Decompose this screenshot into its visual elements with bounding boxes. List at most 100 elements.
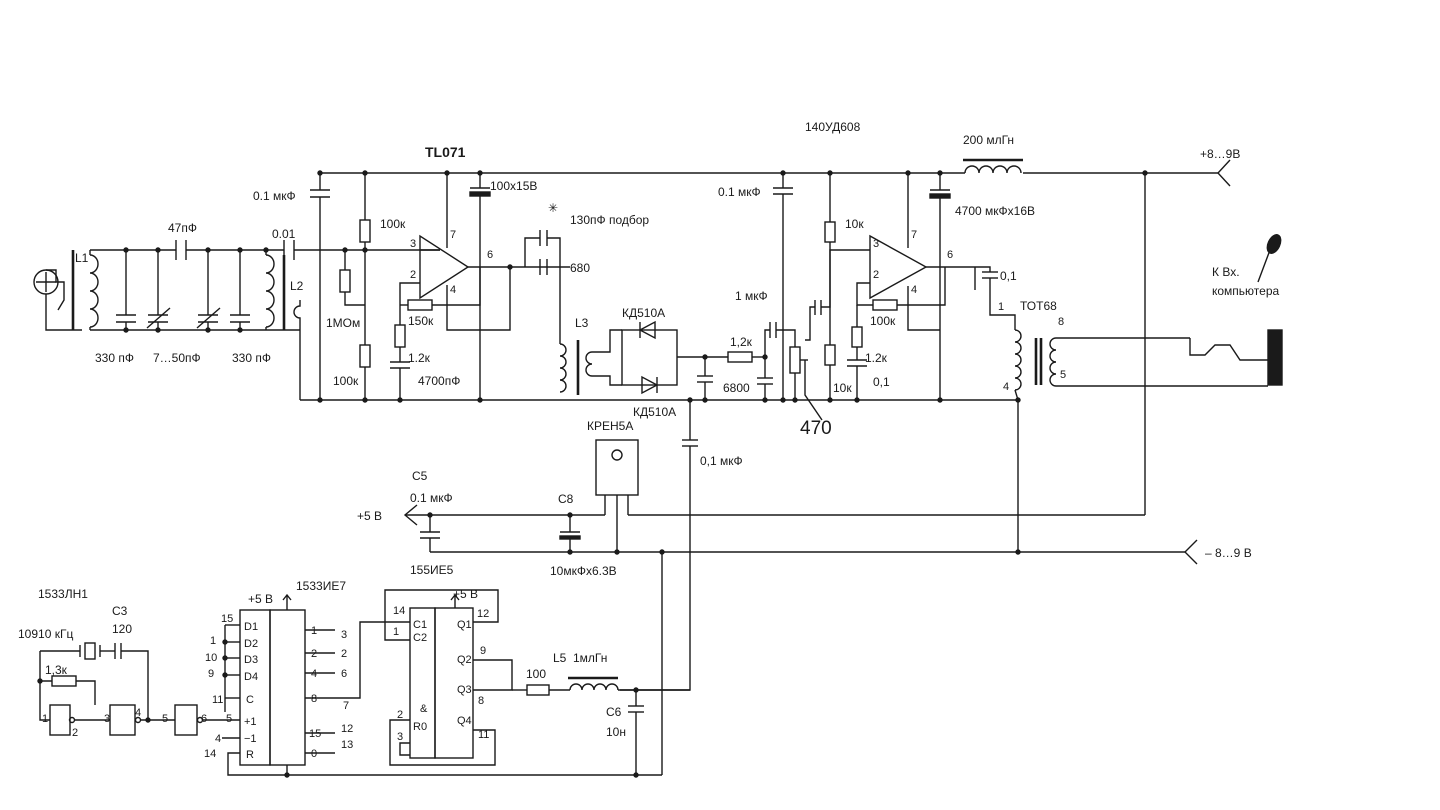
label-r13k: 1,3к <box>45 663 68 677</box>
label-c001: 0.01 <box>272 227 296 241</box>
label-l5-val: 1млГн <box>573 651 607 665</box>
label-c750: 7…50пФ <box>153 351 201 365</box>
capacitor-c5 <box>420 515 440 552</box>
pin: 4 <box>1003 381 1009 393</box>
pin: 1 <box>998 301 1004 313</box>
label-ie7: 1533ИЕ7 <box>296 579 346 593</box>
label-r12k-c: 1.2к <box>865 351 888 365</box>
label-r100k-top: 100к <box>380 217 406 231</box>
pin: C2 <box>413 632 427 644</box>
pin: 2 <box>873 269 879 281</box>
capacitor-100x15 <box>469 173 491 400</box>
coil-l3 <box>559 267 622 395</box>
capacitor-330pf-a <box>116 250 136 330</box>
pin: 9 <box>208 668 214 680</box>
pin: 6 <box>201 713 207 725</box>
pin: Q2 <box>457 654 472 666</box>
pin: 7 <box>450 229 456 241</box>
label-c330b: 330 пФ <box>232 351 271 365</box>
input-tank-wires <box>90 249 440 400</box>
label-l1: L1 <box>75 251 89 265</box>
label-c01-kren: 0,1 мкФ <box>700 454 743 468</box>
pin: 1 <box>42 713 48 725</box>
antenna-input <box>33 269 82 331</box>
pin-numbers: 3 2 7 4 6 3 2 7 4 6 1 4 8 5 1 2 3 4 5 6 … <box>42 229 1066 761</box>
pin: Q3 <box>457 684 472 696</box>
pin: 3 <box>104 713 110 725</box>
label-c130: 130пФ подбор <box>570 213 649 227</box>
coil-l2 <box>265 250 301 330</box>
bias-network <box>339 173 371 400</box>
capacitor-01-left <box>310 173 330 400</box>
pin: 2 <box>397 709 403 721</box>
pin: 6 <box>341 668 347 680</box>
opamp-140ud608 <box>847 173 975 400</box>
pin: 4 <box>311 668 317 680</box>
capacitor-01-kren <box>620 400 698 691</box>
label-c8: C8 <box>558 492 574 506</box>
label-r10k-top: 10к <box>845 217 864 231</box>
label-c4700mk: 4700 мкФх16В <box>955 204 1035 218</box>
label-r1mom: 1МОм <box>326 316 360 330</box>
pin: 11 <box>212 694 223 706</box>
label-c6: C6 <box>606 705 622 719</box>
capacitor-001 <box>283 240 295 260</box>
label-l2: L2 <box>290 279 304 293</box>
pin: 4 <box>450 284 456 296</box>
opamp-tl071 <box>399 173 570 331</box>
label-l5: L5 <box>553 651 567 665</box>
label-xtal: 10910 кГц <box>18 627 73 641</box>
label-r10k-bot: 10к <box>833 381 852 395</box>
pin: 4 <box>135 707 141 719</box>
label-tot: ТОТ68 <box>1020 299 1057 313</box>
pin: 11 <box>478 729 489 741</box>
pin: 3 <box>873 238 879 250</box>
capacitor-330pf-b <box>230 250 250 330</box>
label-c47: 47пФ <box>168 221 197 235</box>
pin: Q1 <box>457 619 472 631</box>
label-c1mkf: 1 мкФ <box>735 289 768 303</box>
label-r12k-b: 1,2к <box>730 335 753 349</box>
rc-filter <box>697 322 823 421</box>
pin: D2 <box>244 638 258 650</box>
pin: 1 <box>311 625 317 637</box>
label-c3: C3 <box>112 604 128 618</box>
label-plus89: +8…9В <box>1200 147 1240 161</box>
pin: 10 <box>205 652 217 664</box>
label-kren: КРЕН5А <box>587 419 633 433</box>
label-r100k-r: 100к <box>870 314 896 328</box>
pin: C <box>246 694 254 706</box>
capacitor-47pf <box>175 240 187 260</box>
pin: D3 <box>244 654 258 666</box>
pin: D4 <box>244 671 258 683</box>
inductor-200mlgn <box>963 158 1146 515</box>
pin: 9 <box>480 645 486 657</box>
label-r100k-bot: 100к <box>333 374 359 388</box>
pin: & <box>420 703 428 715</box>
pin: 14 <box>393 605 405 617</box>
pin: 4 <box>911 284 917 296</box>
pin: −1 <box>244 733 257 745</box>
label-ie5-plus5: +5 В <box>453 587 478 601</box>
pin: 3 <box>397 731 403 743</box>
pin: 6 <box>487 249 493 261</box>
capacitor-680 <box>539 259 548 275</box>
label-l3: L3 <box>575 316 589 330</box>
pin: 5 <box>1060 369 1066 381</box>
pin: R0 <box>413 721 427 733</box>
label-c01-out: 0,1 <box>1000 269 1017 283</box>
label-c01-r: 0,1 <box>873 375 890 389</box>
microphone-icon <box>1257 234 1282 283</box>
pin: 13 <box>341 739 353 751</box>
label-c5: C5 <box>412 469 428 483</box>
pin: 2 <box>311 648 317 660</box>
pin: C1 <box>413 619 427 631</box>
label-c01-mid: 0.1 мкФ <box>718 185 761 199</box>
trimmer-capacitor-a <box>146 250 171 330</box>
label-c330a: 330 пФ <box>95 351 134 365</box>
pin: 6 <box>947 249 953 261</box>
pin: 12 <box>477 608 489 620</box>
label-ie5: 155ИЕ5 <box>410 563 454 577</box>
label-r100: 100 <box>526 667 546 681</box>
